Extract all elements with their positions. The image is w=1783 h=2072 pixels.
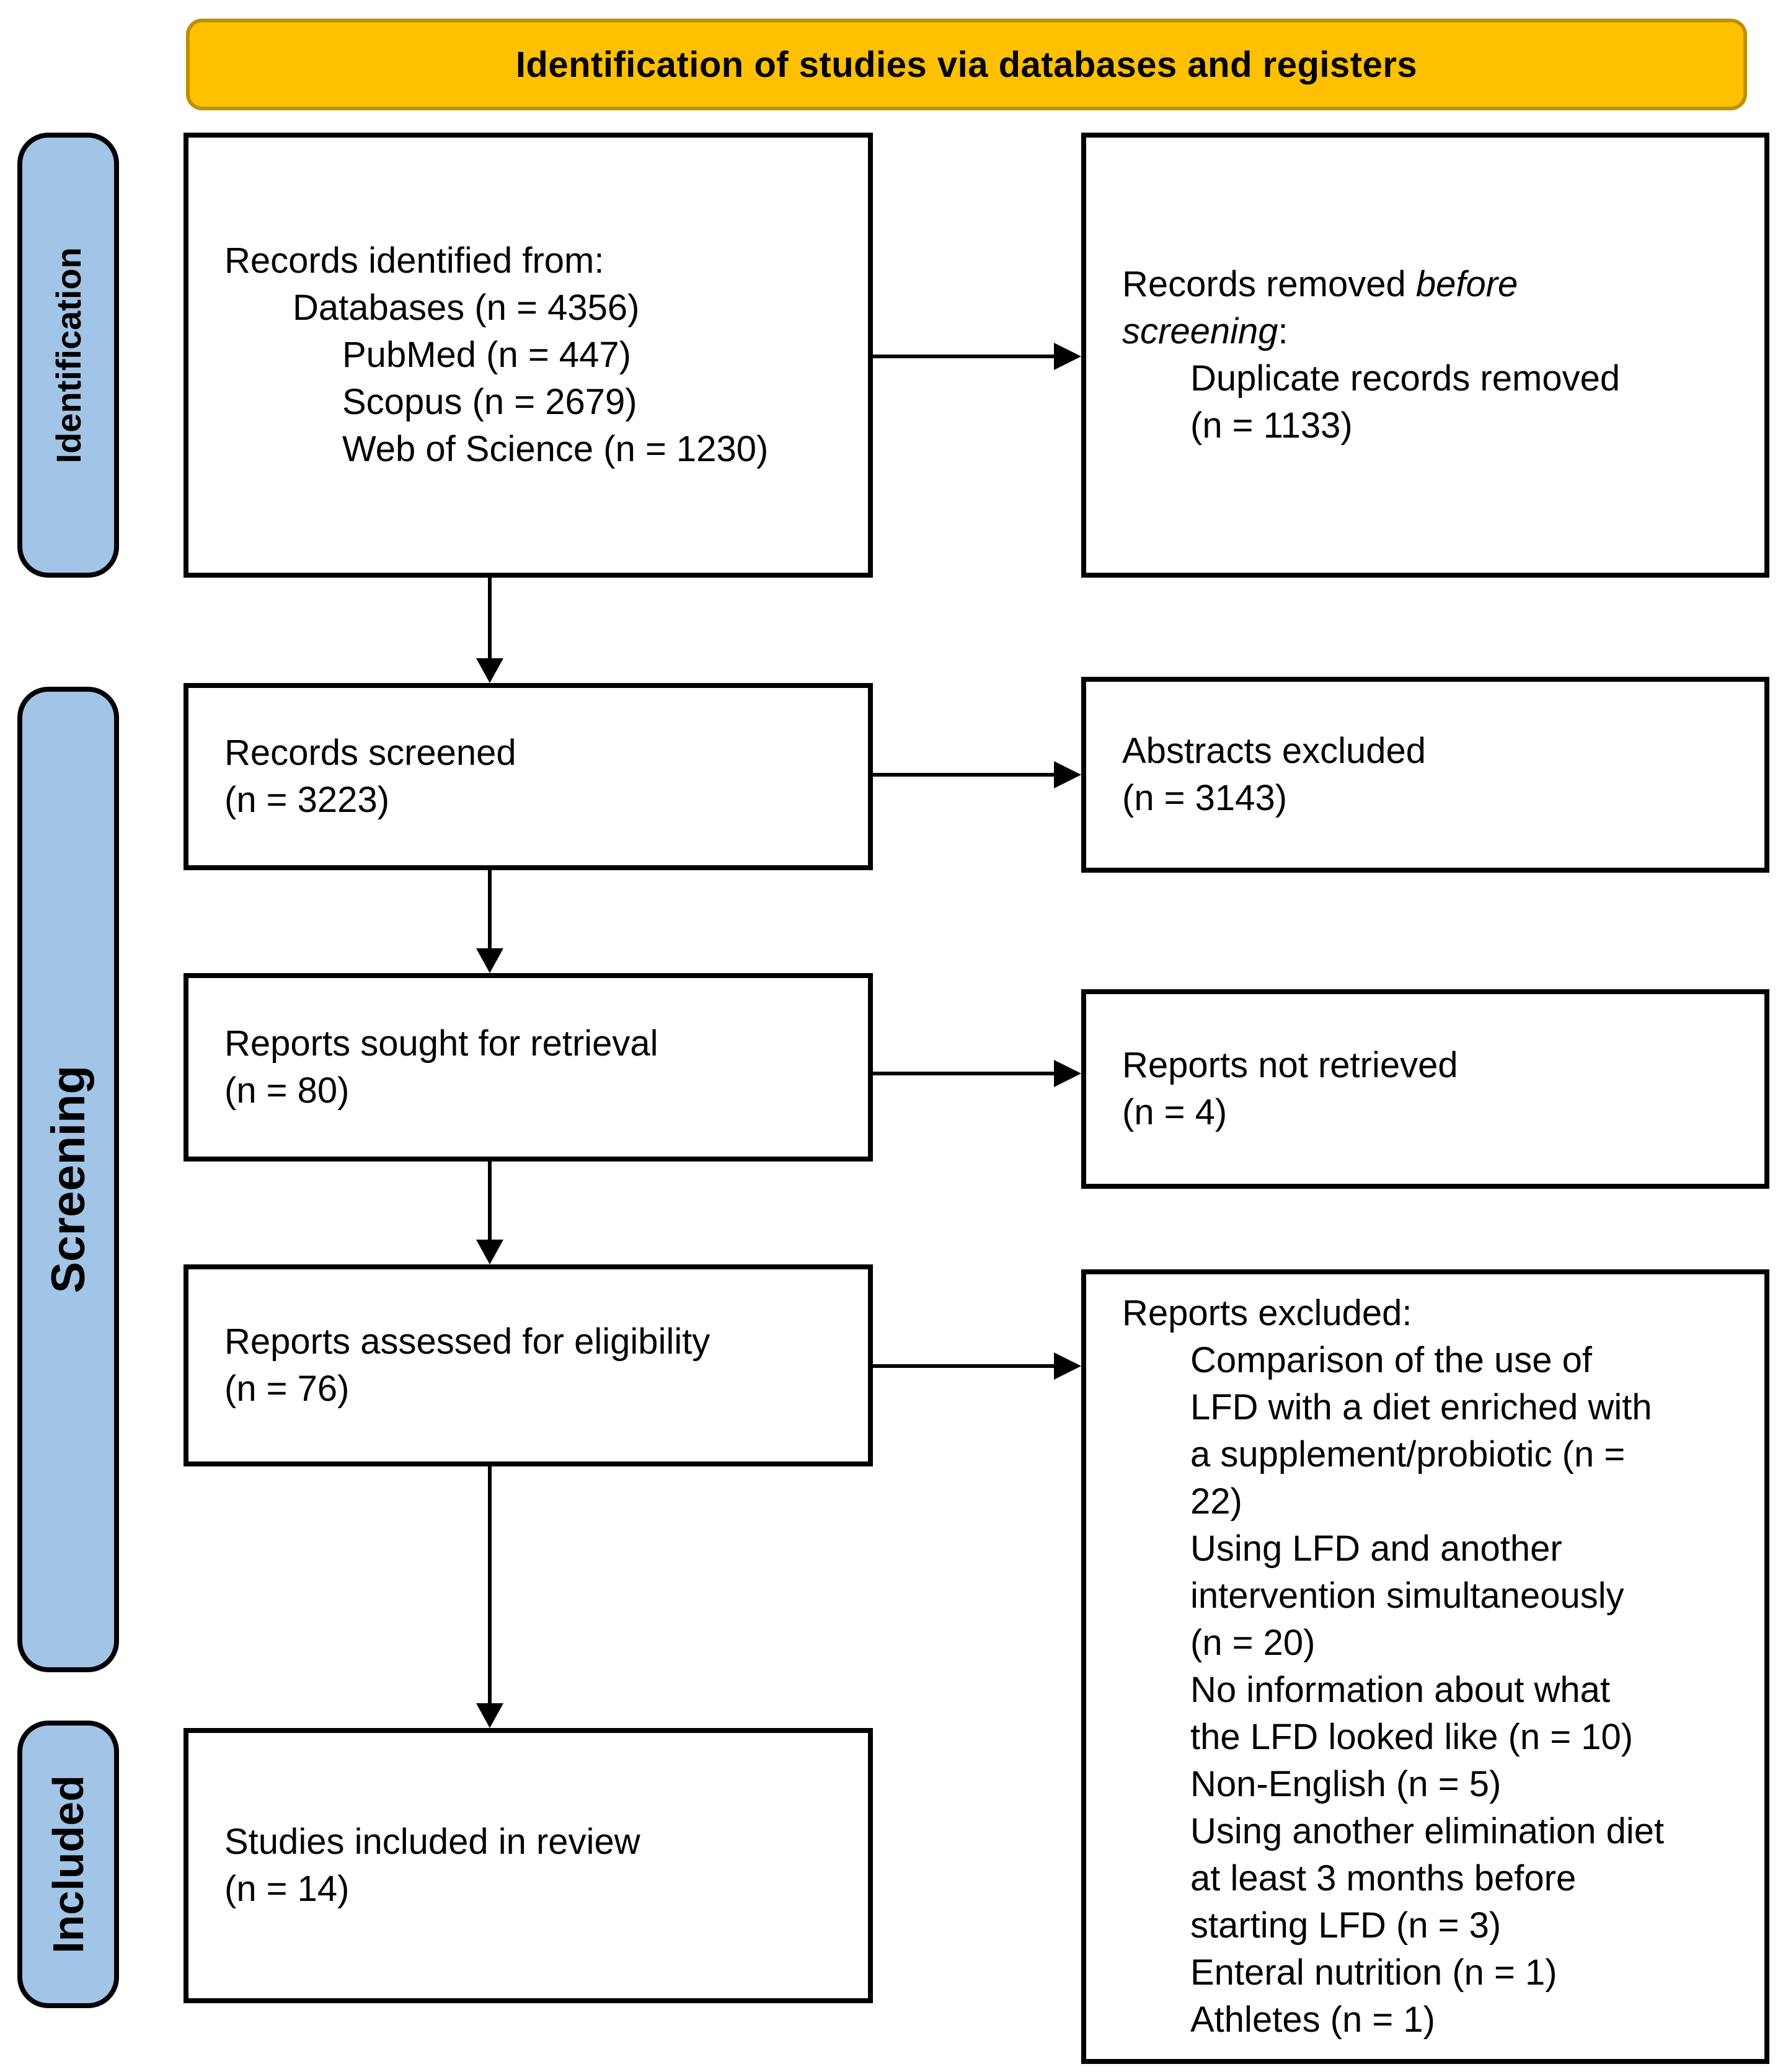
- text-line: Records screened: [224, 733, 516, 773]
- arrow-line: [488, 1162, 492, 1241]
- box-reports-not-retrieved: Reports not retrieved (n = 4): [1081, 989, 1769, 1189]
- text-line: LFD with a diet enriched with: [1190, 1387, 1652, 1427]
- arrow-line: [873, 773, 1055, 777]
- text-line: Records identified from:: [224, 240, 604, 281]
- arrow-line: [873, 1072, 1055, 1075]
- stage-screening: Screening: [17, 687, 119, 1672]
- text-line: starting LFD (n = 3): [1190, 1905, 1502, 1946]
- text-line: Reports assessed for eligibility: [224, 1321, 710, 1362]
- text-line: Athletes (n = 1): [1190, 1999, 1435, 2040]
- text-line: 22): [1190, 1481, 1242, 1522]
- text-line: Web of Science (n = 1230): [342, 429, 769, 469]
- text-line: Abstracts excluded: [1122, 731, 1427, 771]
- box-records-screened: Records screened (n = 3223): [184, 683, 873, 870]
- text-line: Studies included in review: [224, 1822, 640, 1862]
- text-line: Reports excluded:: [1122, 1293, 1412, 1333]
- text-line: intervention simultaneously: [1190, 1576, 1624, 1616]
- arrow-line: [488, 578, 492, 659]
- banner: Identification of studies via databases …: [186, 19, 1747, 110]
- text-line: Duplicate records removed: [1190, 358, 1621, 399]
- text-line: PubMed (n = 447): [342, 335, 631, 375]
- text-line: Records removed before: [1122, 264, 1518, 304]
- text-line: No information about what: [1190, 1670, 1611, 1710]
- text-line: a supplement/probiotic (n =: [1190, 1434, 1626, 1475]
- text-line: Reports not retrieved: [1122, 1045, 1458, 1085]
- box-reports-assessed: Reports assessed for eligibility (n = 76…: [184, 1264, 873, 1466]
- text-line: Using another elimination diet: [1190, 1811, 1665, 1851]
- arrowhead-down-icon: [476, 1703, 503, 1728]
- arrow-line: [873, 1364, 1055, 1368]
- text-line: (n = 1133): [1190, 405, 1353, 446]
- arrow-line: [488, 870, 492, 950]
- stage-screening-label: Screening: [42, 1065, 95, 1294]
- text-line: (n = 80): [224, 1070, 350, 1111]
- arrowhead-right-icon: [1054, 1060, 1081, 1087]
- box-reports-sought: Reports sought for retrieval (n = 80): [184, 973, 873, 1162]
- text-line: Enteral nutrition (n = 1): [1190, 1952, 1557, 1993]
- arrowhead-down-icon: [476, 658, 503, 683]
- arrow-line: [488, 1466, 492, 1704]
- text-line: (n = 4): [1122, 1092, 1228, 1132]
- text-line: (n = 20): [1190, 1623, 1316, 1663]
- text-line: Databases (n = 4356): [293, 288, 640, 328]
- text-line: at least 3 months before: [1190, 1858, 1577, 1898]
- text-line: the LFD looked like (n = 10): [1190, 1717, 1634, 1757]
- arrowhead-right-icon: [1054, 1352, 1081, 1380]
- text-line: Scopus (n = 2679): [342, 382, 637, 422]
- text-line: screening:: [1122, 311, 1288, 351]
- stage-included: Included: [17, 1721, 119, 2008]
- arrowhead-right-icon: [1054, 343, 1081, 370]
- box-abstracts-excluded: Abstracts excluded (n = 3143): [1081, 677, 1769, 873]
- stage-included-label: Included: [44, 1775, 92, 1954]
- box-records-removed: Records removed before screening: Duplic…: [1081, 133, 1769, 578]
- box-records-identified: Records identified from: Databases (n = …: [184, 133, 873, 578]
- arrow-line: [873, 355, 1055, 358]
- box-reports-excluded: Reports excluded: Comparison of the use …: [1081, 1269, 1769, 2064]
- text-line: Reports sought for retrieval: [224, 1023, 658, 1064]
- arrowhead-right-icon: [1054, 761, 1081, 788]
- box-studies-included: Studies included in review (n = 14): [184, 1728, 873, 2003]
- banner-title: Identification of studies via databases …: [515, 44, 1418, 85]
- text-line: (n = 14): [224, 1869, 350, 1909]
- text-line: (n = 76): [224, 1369, 350, 1409]
- arrowhead-down-icon: [476, 948, 503, 973]
- text-line: Comparison of the use of: [1190, 1340, 1593, 1380]
- text-line: (n = 3223): [224, 780, 390, 820]
- stage-identification-label: Identification: [48, 247, 88, 464]
- text-line: (n = 3143): [1122, 778, 1288, 818]
- text-line: Non-English (n = 5): [1190, 1764, 1502, 1804]
- text-line: Using LFD and another: [1190, 1528, 1562, 1569]
- stage-identification: Identification: [17, 133, 119, 578]
- arrowhead-down-icon: [476, 1240, 503, 1264]
